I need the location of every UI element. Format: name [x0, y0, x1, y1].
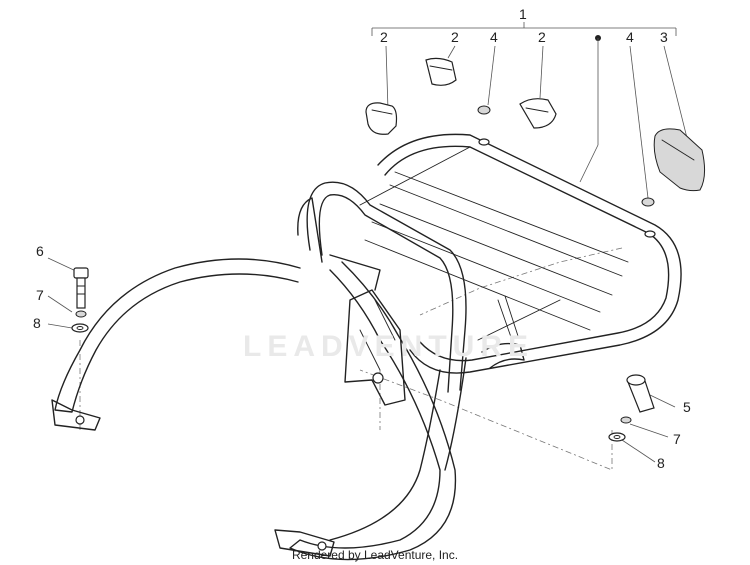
- side-tubes: [54, 258, 467, 561]
- callout-4-right: 4: [626, 29, 634, 45]
- bottom-mount-foot: [274, 529, 335, 557]
- washer-left-7: [75, 310, 87, 318]
- callout-2-middle: 2: [451, 29, 459, 45]
- callout-8-left: 8: [33, 315, 41, 331]
- leader-lines: [47, 45, 691, 463]
- right-tube-end: [481, 295, 525, 369]
- center-bracket: [329, 254, 406, 406]
- callout-2-left: 2: [380, 29, 388, 45]
- washer-right-8: [608, 432, 626, 442]
- bolt-left: [73, 267, 89, 309]
- bolt-right: [626, 374, 655, 413]
- callout-labels: 1 2 2 2 3 4 4 5 6 7 7 8 8: [33, 6, 691, 471]
- footer-credit: Rendered by LeadVenture, Inc.: [291, 548, 459, 562]
- callout-6: 6: [36, 243, 44, 259]
- callout-8-right: 8: [657, 455, 665, 471]
- rubber-pad-left: [365, 102, 398, 135]
- plug-right: [641, 197, 656, 238]
- callout-7-left: 7: [36, 287, 44, 303]
- callout-5: 5: [683, 399, 691, 415]
- callout-4-left: 4: [490, 29, 498, 45]
- washer-left-8: [71, 323, 89, 333]
- plug-left: [477, 105, 491, 146]
- washer-right-7: [620, 416, 632, 424]
- rubber-pad-top: [425, 57, 457, 86]
- callout-2-right: 2: [538, 29, 546, 45]
- end-cap: [653, 128, 706, 192]
- callout-7-right: 7: [673, 431, 681, 447]
- callout-1-bracket: [371, 22, 677, 183]
- left-mount-foot: [51, 399, 101, 431]
- grab-handle: [297, 181, 467, 393]
- callout-3: 3: [660, 29, 668, 45]
- callout-1: 1: [519, 6, 527, 22]
- luggage-rack: [359, 133, 682, 374]
- rubber-pad-right: [519, 98, 557, 129]
